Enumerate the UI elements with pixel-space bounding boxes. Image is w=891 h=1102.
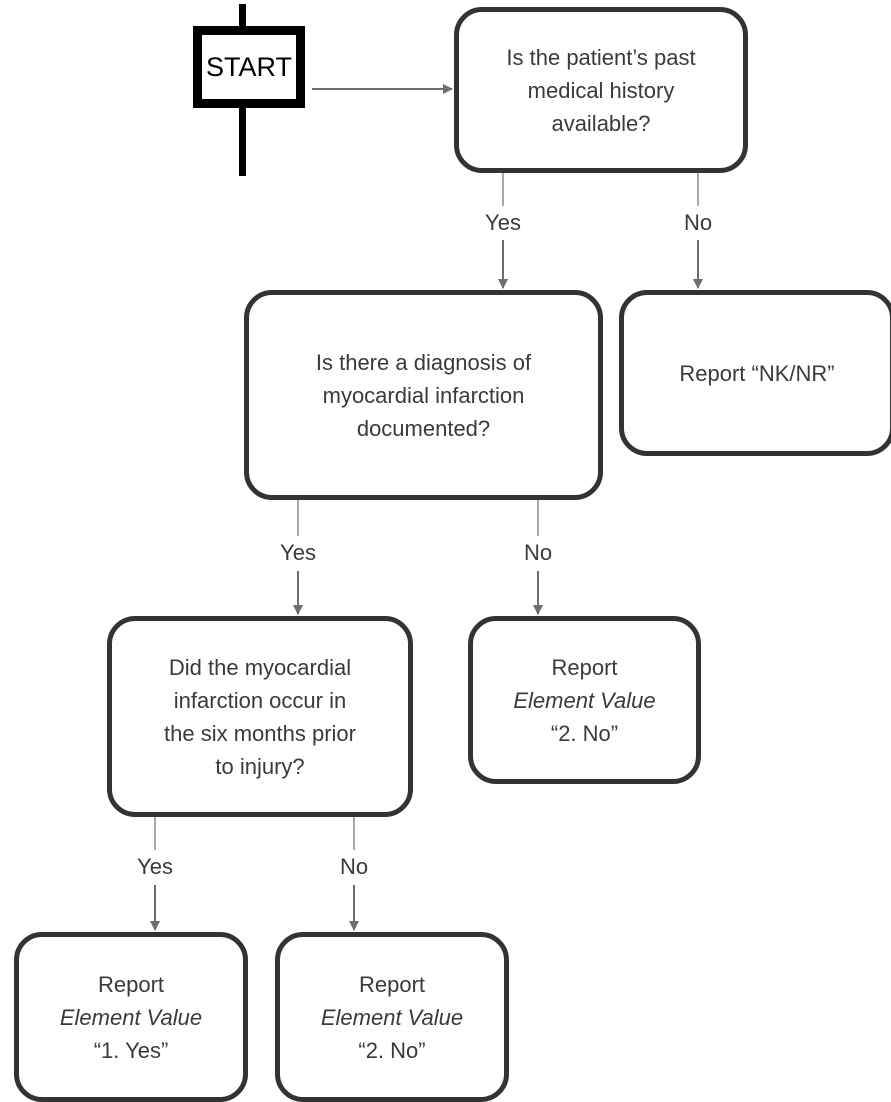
node-report-label: Report xyxy=(551,654,618,680)
edge-label-six-yes: Yes xyxy=(137,854,173,879)
node-report-value: “1. Yes” xyxy=(93,1037,169,1063)
edge-label-history-no: No xyxy=(683,210,713,235)
node-report-no-b: Report Element Value “2. No” xyxy=(275,932,509,1102)
node-text-line: medical history xyxy=(527,77,675,103)
node-text-line: the six months prior xyxy=(164,720,356,746)
node-text-line: documented? xyxy=(356,415,491,441)
start-signpost: START xyxy=(193,26,305,108)
node-text-line: available? xyxy=(551,110,651,136)
node-text-line: Is the patient’s past xyxy=(506,44,696,70)
node-text-line: Did the myocardial xyxy=(168,654,352,680)
node-report-no-a: Report Element Value “2. No” xyxy=(468,616,701,784)
node-text-line: infarction occur in xyxy=(173,687,347,713)
edge-label-diagnosis-no: No xyxy=(523,540,553,565)
node-text-line: Report “NK/NR” xyxy=(679,360,835,386)
edge-label-diagnosis-yes: Yes xyxy=(280,540,316,565)
node-report-nknr: Report “NK/NR” xyxy=(619,290,891,456)
node-report-yes: Report Element Value “1. Yes” xyxy=(14,932,248,1102)
node-report-value: “2. No” xyxy=(550,720,619,746)
node-report-label: Report xyxy=(358,971,426,997)
node-element-value-label: Element Value xyxy=(59,1004,203,1030)
node-diagnosis-question: Is there a diagnosis of myocardial infar… xyxy=(244,290,603,500)
edge-label-six-no: No xyxy=(339,854,369,879)
edge-label-history-yes: Yes xyxy=(485,210,521,235)
node-element-value-label: Element Value xyxy=(320,1004,464,1030)
node-text-line: myocardial infarction xyxy=(322,382,525,408)
node-history-question: Is the patient’s past medical history av… xyxy=(454,7,748,173)
node-text-line: Is there a diagnosis of xyxy=(315,349,532,375)
start-label: START xyxy=(202,35,296,99)
node-report-value: “2. No” xyxy=(358,1037,426,1063)
node-six-months-question: Did the myocardial infarction occur in t… xyxy=(107,616,413,817)
node-element-value-label: Element Value xyxy=(513,687,656,713)
node-text-line: to injury? xyxy=(215,753,305,779)
node-report-label: Report xyxy=(97,971,165,997)
